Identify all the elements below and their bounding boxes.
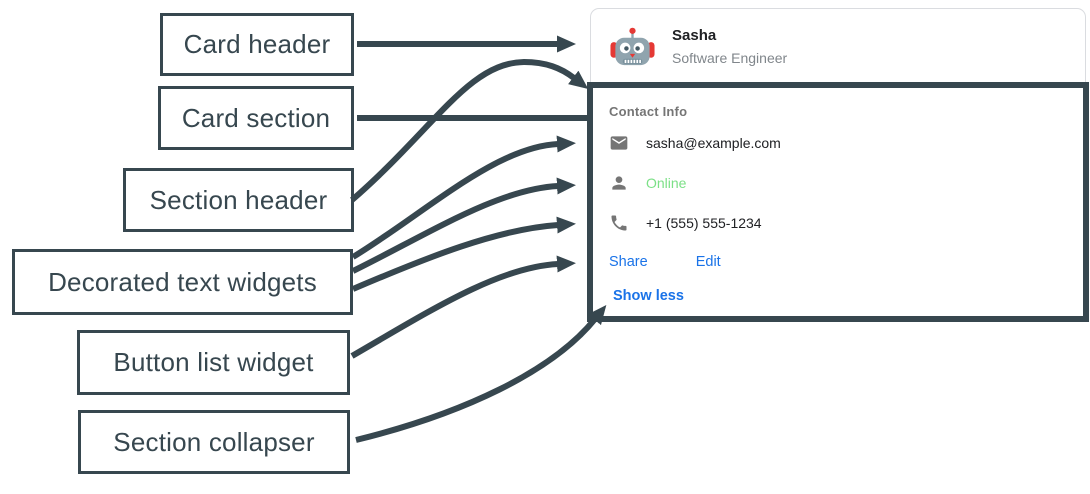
card-title: Sasha (672, 27, 717, 44)
robot-avatar (610, 27, 655, 66)
annotation-label: Section collapser (113, 426, 315, 457)
annotation-section-header: Section header (123, 168, 354, 232)
edit-button[interactable]: Edit (695, 254, 721, 270)
button-list-widget: Share Edit (609, 243, 1085, 281)
annotation-button-list-widget: Button list widget (77, 330, 350, 395)
decorated-text-email: sasha@example.com (609, 123, 1085, 163)
show-less-button[interactable]: Show less (613, 288, 684, 304)
annotation-label: Button list widget (113, 347, 314, 377)
annotation-decorated-text-widgets: Decorated text widgets (12, 249, 353, 315)
email-icon (610, 136, 628, 150)
decorated-text-status: Online (609, 163, 1085, 203)
arrow-decorated-text-3 (351, 216, 576, 292)
card-subtitle: Software Engineer (672, 50, 788, 66)
annotation-label: Section header (149, 184, 328, 215)
person-icon (612, 176, 626, 190)
phone-icon (611, 215, 627, 231)
annotation-label: Card section (181, 102, 331, 133)
section-collapser-row: Show less (609, 281, 1085, 311)
annotation-card-section: Card section (158, 86, 354, 150)
arrow-section-collapser (355, 305, 607, 443)
contact-card: Sasha Software Engineer Contact Info sas… (590, 8, 1086, 322)
card-header: Sasha Software Engineer (591, 9, 1085, 84)
card-header-text: Sasha Software Engineer (672, 27, 787, 66)
annotation-section-collapser: Section collapser (78, 410, 350, 474)
status-text: Online (646, 175, 687, 191)
annotation-card-header: Card header (160, 13, 354, 76)
share-button[interactable]: Share (609, 254, 648, 270)
email-text: sasha@example.com (646, 135, 781, 151)
section-header: Contact Info (609, 104, 688, 119)
decorated-text-phone: +1 (555) 555-1234 (609, 203, 1085, 243)
arrow-decorated-text-2 (351, 177, 576, 274)
arrow-section-header (350, 58, 589, 203)
phone-text: +1 (555) 555-1234 (646, 215, 762, 231)
annotation-label: Card header (183, 29, 331, 59)
arrow-button-list (350, 255, 576, 359)
card-section: Contact Info sasha@example.com Online +1… (591, 86, 1085, 323)
annotation-label: Decorated text widgets (48, 266, 317, 297)
arrow-decorated-text-1 (351, 135, 576, 260)
